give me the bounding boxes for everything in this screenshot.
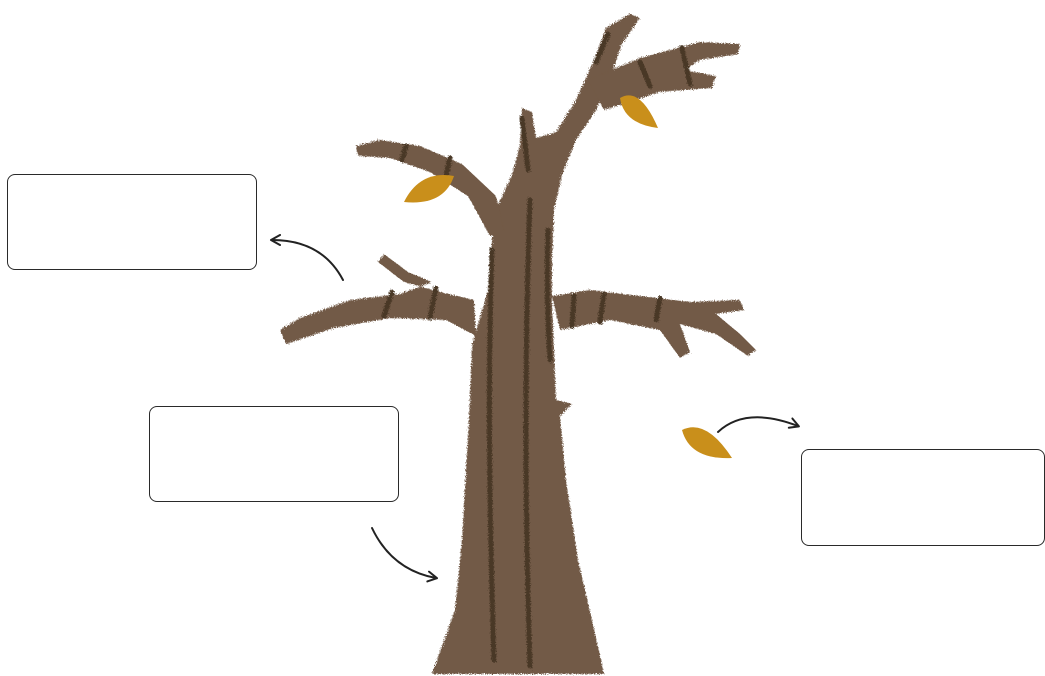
tree-branch-upper-left [356, 140, 504, 236]
arrow-to-trunk-box [371, 527, 438, 583]
tree-trunk [432, 14, 640, 674]
arrows [270, 234, 800, 583]
leaf-on-tree-1 [404, 175, 454, 203]
arrow-to-branch-box [270, 234, 344, 281]
tree-branch-left [280, 254, 476, 344]
label-box-leaf[interactable] [801, 449, 1045, 546]
leaves [404, 95, 732, 459]
tree-branch-upper-right [588, 42, 740, 110]
tree-branch-right [552, 290, 756, 358]
leaf-falling [682, 427, 732, 459]
bark-stripes [381, 31, 693, 669]
tree [280, 14, 756, 674]
label-box-branch[interactable] [7, 174, 257, 270]
label-box-trunk[interactable] [149, 406, 399, 502]
leaf-on-tree-2 [620, 95, 658, 128]
arrow-from-leaf [717, 416, 800, 433]
